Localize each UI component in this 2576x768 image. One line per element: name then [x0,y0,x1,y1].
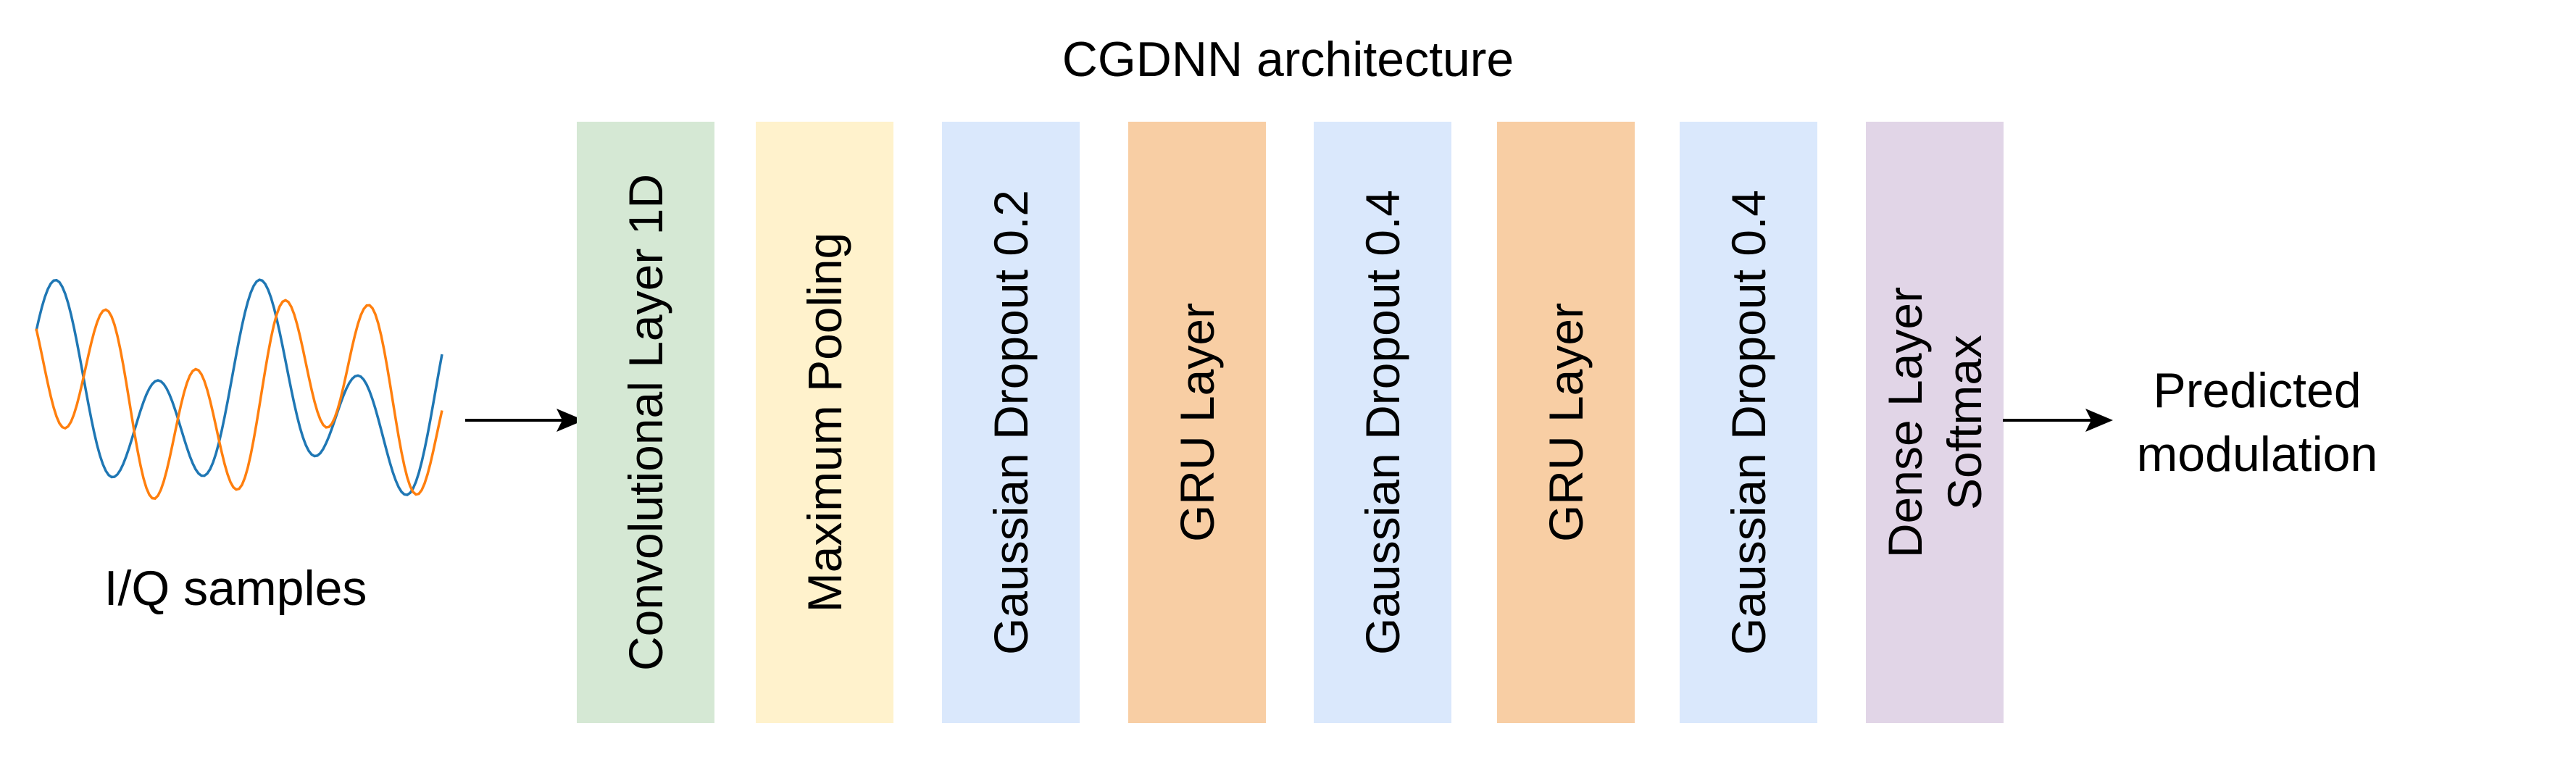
layer-max-pooling: Maximum Pooling [756,122,893,723]
layer-gru-2: GRU Layer [1497,122,1635,723]
layer-label: Convolutional Layer 1D [619,173,672,672]
layer-conv1d: Convolutional Layer 1D [577,122,714,723]
layer-label: GRU Layer [1539,302,1593,543]
diagram-title: CGDNN architecture [1062,32,1514,87]
layer-label: Gaussian Dropout 0.4 [1722,189,1775,656]
i-signal-line [35,278,443,496]
layer-label: Gaussian Dropout 0.4 [1356,189,1409,656]
iq-waveform-icon [35,278,443,500]
layer-label: Gaussian Dropout 0.2 [984,189,1038,656]
input-label: I/Q samples [104,561,367,616]
layer-label: GRU Layer [1170,302,1224,543]
layer-gaussian-dropout-1: Gaussian Dropout 0.2 [942,122,1080,723]
layer-gaussian-dropout-2: Gaussian Dropout 0.4 [1314,122,1451,723]
output-arrow [2003,409,2113,432]
layer-gru-1: GRU Layer [1128,122,1266,723]
input-arrow [465,409,584,432]
q-signal-line [35,299,443,500]
layer-gaussian-dropout-3: Gaussian Dropout 0.4 [1680,122,1817,723]
layer-label: Maximum Pooling [798,232,851,613]
